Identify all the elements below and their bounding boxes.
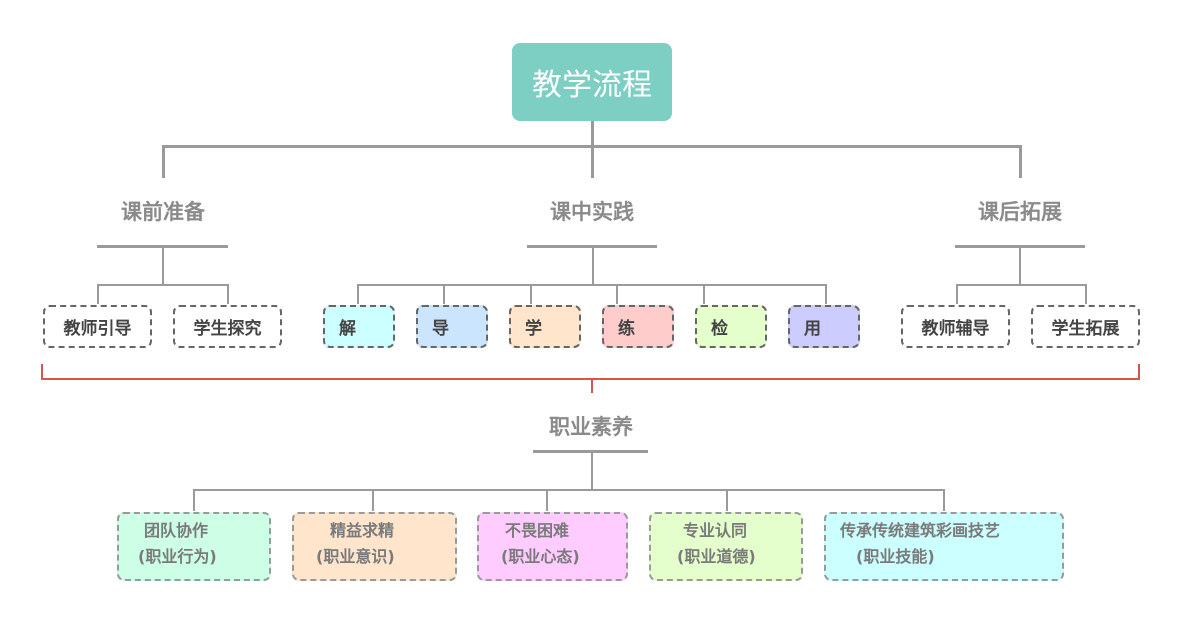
literacy-sub-label: (职业心态)	[501, 547, 580, 566]
connector	[591, 453, 593, 490]
literacy-identity: 专业认同 (职业道德)	[649, 512, 803, 581]
bracket	[41, 378, 1140, 380]
connector	[530, 284, 532, 304]
connector	[825, 284, 827, 304]
connector	[357, 284, 827, 286]
connector	[1019, 145, 1022, 178]
section-title-pre-class: 课前准备	[121, 200, 205, 224]
section-underline	[97, 245, 228, 248]
node-label: 导	[432, 319, 449, 339]
literacy-label: 传承传统建筑彩画技艺	[840, 521, 1001, 540]
connector	[703, 284, 705, 304]
connector	[591, 145, 594, 178]
connector	[227, 284, 229, 304]
node-label: 检	[711, 319, 728, 339]
connector	[592, 248, 594, 285]
connector	[357, 284, 359, 304]
connector	[956, 284, 1087, 286]
literacy-label: 专业认同	[683, 521, 748, 540]
connector	[97, 284, 229, 286]
node-jie: 解	[323, 305, 395, 348]
section-title-post-class: 课后拓展	[978, 200, 1062, 224]
literacy-underline	[533, 450, 648, 453]
connector	[97, 284, 99, 304]
literacy-excellence: 精益求精 (职业意识)	[292, 512, 457, 581]
node-label: 学	[525, 319, 542, 339]
node-label: 学生拓展	[1051, 319, 1120, 339]
node-label: 解	[339, 319, 356, 339]
node-dao: 导	[416, 305, 488, 348]
section-title-in-class: 课中实践	[550, 200, 634, 224]
root-node: 教学流程	[512, 43, 672, 121]
node-student-extend: 学生拓展	[1031, 305, 1140, 348]
connector	[546, 489, 548, 511]
connector	[956, 284, 958, 304]
connector	[1019, 248, 1021, 285]
literacy-sub-label: (职业技能)	[856, 547, 935, 566]
literacy-label: 不畏困难	[505, 521, 570, 540]
bracket	[591, 378, 593, 393]
section-underline	[955, 245, 1085, 248]
connector	[1085, 284, 1087, 304]
connector	[443, 284, 445, 304]
node-yong: 用	[788, 305, 860, 348]
literacy-sub-label: (职业意识)	[316, 547, 395, 566]
literacy-title: 职业素养	[549, 415, 633, 439]
literacy-sub-label: (职业行为)	[138, 547, 217, 566]
connector	[616, 284, 618, 304]
bracket	[41, 364, 43, 380]
connector	[591, 121, 594, 147]
node-xue: 学	[509, 305, 581, 348]
connector	[162, 248, 164, 285]
connector	[943, 489, 945, 511]
connector	[726, 489, 728, 511]
node-label: 用	[804, 319, 821, 339]
node-student-explore: 学生探究	[173, 305, 282, 348]
node-teacher-tutor: 教师辅导	[901, 305, 1010, 348]
connector	[372, 489, 374, 511]
node-label: 学生探究	[193, 319, 262, 339]
section-underline	[527, 245, 657, 248]
node-teacher-guide: 教师引导	[43, 305, 152, 348]
node-label: 练	[618, 319, 635, 339]
literacy-label: 精益求精	[330, 521, 395, 540]
node-jian: 检	[695, 305, 767, 348]
connector	[193, 489, 195, 511]
connector	[193, 489, 945, 491]
node-lian: 练	[602, 305, 674, 348]
node-label: 教师引导	[63, 319, 132, 339]
bracket	[1138, 364, 1140, 380]
literacy-teamwork: 团队协作 (职业行为)	[117, 512, 271, 581]
literacy-sub-label: (职业道德)	[677, 547, 756, 566]
node-label: 教师辅导	[921, 319, 990, 339]
literacy-label: 团队协作	[144, 521, 209, 540]
literacy-heritage: 传承传统建筑彩画技艺 (职业技能)	[824, 512, 1064, 581]
root-label: 教学流程	[532, 68, 652, 103]
connector	[162, 145, 165, 178]
literacy-perseverance: 不畏困难 (职业心态)	[477, 512, 628, 581]
